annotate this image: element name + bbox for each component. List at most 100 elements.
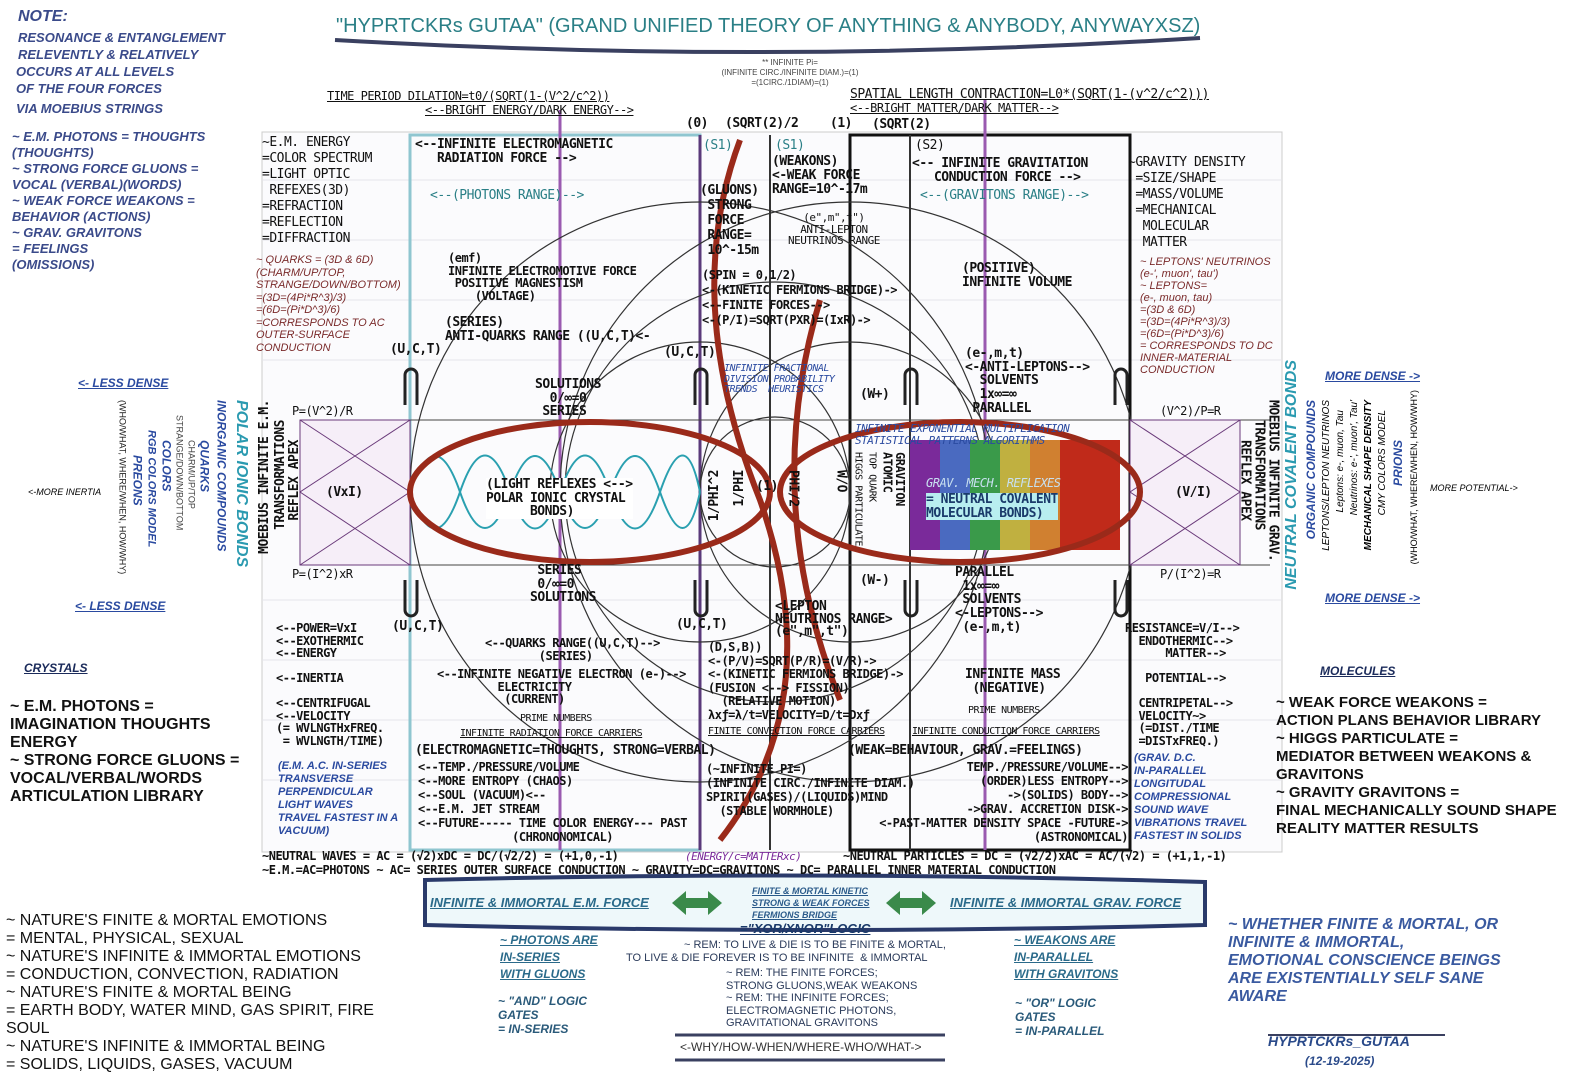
left-note: ~ E.M. PHOTONS = THOUGHTS	[12, 129, 206, 144]
parallel-bottom: PARALLEL 1x∞=∞ SOLVENTS <-LEPTONS--> (e-…	[955, 565, 1043, 635]
w-plus-label: (W+)	[860, 387, 890, 402]
right-vert-label: Leptons: e-, muon, Tau	[1335, 410, 1346, 513]
power-formula: P/(I^2)=R	[1160, 567, 1221, 581]
rem-line: TO LIVE & DIE FOREVER IS TO BE INFINITE …	[626, 951, 928, 964]
why-how-label: <-WHY/HOW-WHEN/WHERE-WHO/WHAT->	[680, 1040, 922, 1054]
leptons-note: ~ LEPTONS' NEUTRINOS(e-', muon', tau')~ …	[1140, 256, 1273, 376]
higgs-label: HIGGS PARTICULATE	[852, 452, 864, 546]
spatial-contraction: SPATIAL LENGTH CONTRACTION=L0*(SQRT(1-(v…	[850, 87, 1210, 102]
time-dilation: TIME PERIOD DILATION=t0/(SQRT(1-(V^2/c^2…	[327, 89, 610, 103]
phi-label: 1/PHI^2	[707, 470, 722, 522]
light-reflexes: (LIGHT REFLEXES <--> POLAR IONIC CRYSTAL…	[486, 477, 633, 520]
pi-note-line: ** INFINITE Pi=	[762, 58, 818, 67]
left-vert-label: STRANGE/DOWN/BOTTOM	[174, 415, 185, 531]
weakons-are-line: ~ WEAKONS ARE	[1014, 933, 1116, 947]
left-notes: ~ E.M. PHOTONS = THOUGHTS(THOUGHTS)~ STR…	[12, 129, 205, 273]
quarks-note-line: =(6D=(Pi*D^3)/6)	[256, 304, 341, 316]
and-logic-line: GATES	[498, 1008, 539, 1022]
bright-energy: <--BRIGHT ENERGY/DARK ENERGY-->	[425, 103, 634, 117]
whether-line: EMOTIONAL CONSCIENCE BEINGS	[1228, 952, 1501, 969]
right-vert-label: REFLEX APEX	[1237, 440, 1253, 521]
banner-mid-line: FINITE & MORTAL KINETIC	[752, 886, 868, 896]
power-formula: P=(V^2)/R	[292, 404, 353, 418]
left-vert-label: COLORS	[159, 440, 174, 492]
em-energy-list: ~E.M. ENERGY=COLOR SPECTRUM=LIGHT OPTIC …	[262, 135, 372, 247]
em-energy-item: =REFRACTION	[262, 199, 343, 214]
power-formula: (V^2)/P=R	[1160, 404, 1221, 418]
right-vert-label: (WHO/WHAT, WHERE/WHEN, HOW/WHY)	[1409, 390, 1419, 565]
quarks-note-line: CONDUCTION	[256, 341, 331, 354]
more-potential: MORE POTENTIAL->	[1430, 483, 1518, 493]
crystals-line: ARTICULATION LIBRARY	[10, 788, 204, 805]
left-note: = FEELINGS	[12, 241, 89, 256]
resistance-list: RESISTANCE=V/I--> ENDOTHERMIC--> MATTER-…	[1125, 621, 1240, 748]
nature-line: ~ NATURE'S FINITE & MORTAL BEING	[6, 984, 292, 1001]
axis-label: (SQRT(2)/2	[725, 116, 799, 131]
temp-left: <--TEMP./PRESSURE/VOLUME <--MORE ENTROPY…	[418, 760, 687, 844]
top-quark-label: TOP QUARK	[866, 452, 878, 502]
neutral-covalent-bonds: NEUTRAL COVALENT BONDS	[1283, 360, 1300, 590]
page-title: "HYPRTCKRs GUTAA" (GRAND UNIFIED THEORY …	[336, 15, 1201, 37]
rem-line: ~ REM: THE INFINITE FORCES;	[726, 992, 889, 1004]
note-line: RESONANCE & ENTANGLEMENT	[18, 30, 226, 45]
title-underline	[334, 36, 1201, 55]
one-label: (1)	[756, 479, 778, 494]
quarks-note: ~ QUARKS = (3D & 6D)(CHARM/UP/TOP,STRANG…	[256, 254, 401, 354]
leptons-note-line: =(3D & 6D)	[1140, 304, 1196, 316]
phi-label: PHI/2	[785, 470, 801, 507]
nature-line: ~ NATURE'S INFINITE & IMMORTAL BEING	[6, 1038, 326, 1055]
conv-carriers: FINITE CONVECTION FORCE CARRIERS	[708, 726, 885, 737]
signature: HYPRTCKRs_GUTAA	[1268, 1033, 1410, 1049]
polar-ionic-bonds: POLAR IONIC BONDS	[232, 400, 250, 568]
left-vert-label: MOEBIUS INFINITE E.M.	[257, 400, 272, 554]
cond-carriers: INFINITE CONDUCTION FORCE CARRIERS	[912, 726, 1100, 737]
power-formula: P=(I^2)xR	[292, 567, 353, 581]
banner-mid-line: FERMIONS BRIDGE	[752, 910, 838, 920]
phi-label: 1/PHI	[732, 470, 747, 507]
axis-label: (0)	[686, 116, 708, 131]
crystals-line: ~ STRONG FORCE GLUONS =	[10, 752, 240, 769]
whether-line: AWARE	[1228, 988, 1287, 1005]
prime-numbers: PRIME NUMBERS	[520, 713, 592, 724]
note-line: OF THE FOUR FORCES	[16, 81, 162, 96]
axis-label: (1)	[830, 116, 852, 131]
molecules-line: ~ HIGGS PARTICULATE =	[1276, 730, 1458, 747]
or-logic-line: ~ "OR" LOGIC	[1015, 996, 1097, 1010]
less-dense: <- LESS DENSE	[75, 599, 166, 613]
uct-label: (U,C,T)	[390, 342, 442, 357]
left-note: ~ STRONG FORCE GLUONS =	[12, 161, 199, 176]
note-line: OCCURS AT ALL LEVELS	[16, 64, 175, 79]
crystals-line: IMAGINATION THOUGHTS	[10, 716, 211, 733]
energy-matter: (ENERGY/c=MATTERxc)	[685, 850, 802, 863]
left-vert-label: PREONS	[130, 455, 145, 506]
banner-em-force: INFINITE & IMMORTAL E.M. FORCE	[430, 895, 649, 910]
s1-label: (S1)	[775, 138, 805, 153]
fractional-label: INFINITE FRACTIONAL DIVISION PROBABILITY…	[724, 363, 835, 395]
molecules-heading: MOLECULES	[1320, 664, 1396, 678]
left-note: VOCAL (VERBAL)(WORDS)	[12, 177, 182, 192]
rad-carriers: INFINITE RADIATION FORCE CARRIERS	[460, 728, 643, 739]
positive-label: (POSITIVE) INFINITE VOLUME	[962, 261, 1072, 290]
nature-line: ~ NATURE'S FINITE & MORTAL EMOTIONS	[6, 912, 328, 929]
prime-numbers: PRIME NUMBERS	[968, 705, 1040, 716]
inf-mass-label: INFINITE MASS (NEGATIVE)	[965, 667, 1061, 696]
whether-line: INFINITE & IMMORTAL,	[1228, 934, 1405, 951]
w-minus-label: (W-)	[860, 573, 890, 588]
quarks-note-line: (CHARM/UP/TOP,	[256, 266, 346, 279]
note-line: RELEVENTLY & RELATIVELY	[18, 47, 199, 62]
whether-line: ARE EXISTENTIALLY SELF SANE	[1228, 970, 1484, 987]
nature-list: ~ NATURE'S FINITE & MORTAL EMOTIONS= MEN…	[6, 912, 374, 1074]
nature-line: = CONDUCTION, CONVECTION, RADIATION	[6, 966, 339, 983]
pi-note-line: =(1CIRC./1DIAM)=(1)	[751, 78, 829, 87]
inf-grav-label: <-- INFINITE GRAVITATION CONDUCTION FORC…	[912, 156, 1088, 185]
photons-are-line: ~ PHOTONS ARE	[500, 933, 598, 947]
temp-right: TEMP./PRESSURE/VOLUME--> (ORDER)LESS ENT…	[879, 760, 1128, 844]
anti-leptons-label: (e-,m,t) <-ANTI-LEPTONS--> SOLVENTS 1x∞=…	[965, 346, 1090, 416]
em-energy-item: =DIFFRACTION	[262, 231, 350, 246]
inf-em-label: <--INFINITE ELECTROMAGNETIC RADIATION FO…	[415, 137, 613, 166]
